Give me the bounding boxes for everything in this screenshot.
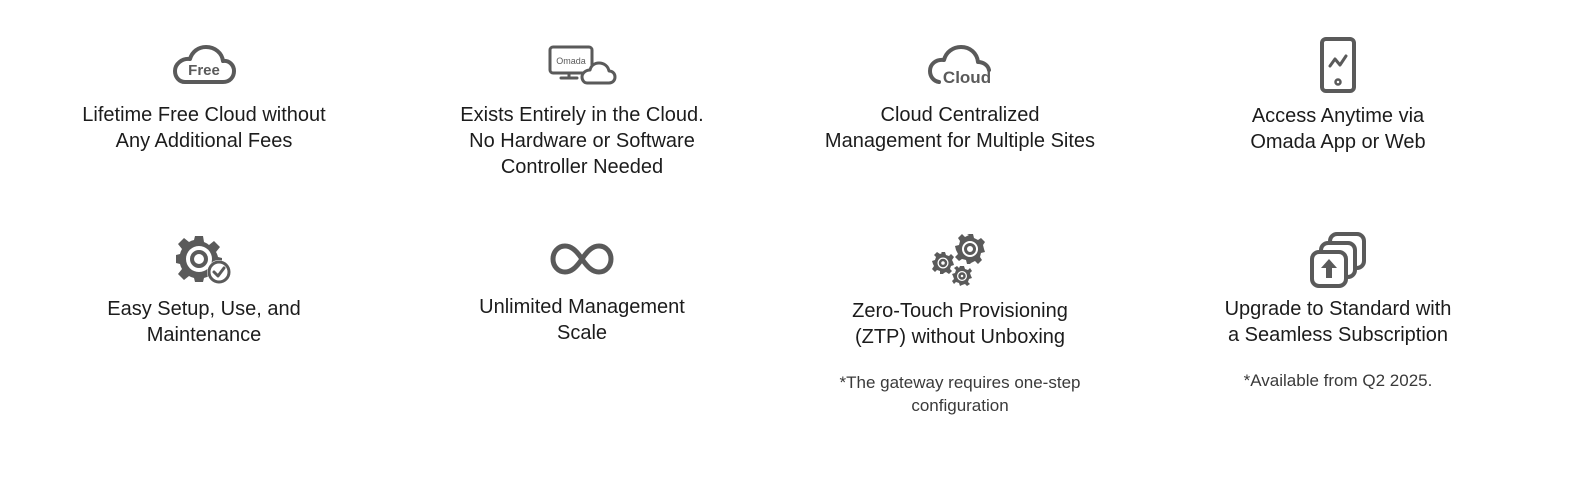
feature-title: Easy Setup, Use, and Maintenance: [107, 298, 301, 346]
feature-app-access: Access Anytime via Omada App or Web: [1149, 36, 1527, 155]
gears-provisioning-icon: [932, 234, 985, 286]
feature-title: Cloud Centralized Management for Multipl…: [824, 104, 1096, 152]
feature-free-cloud: Free Lifetime Free Cloud without Any Add…: [15, 44, 393, 154]
upgrade-stack-icon: [1310, 232, 1366, 288]
feature-title: Unlimited Management Scale: [479, 296, 685, 344]
feature-upgrade-standard: Upgrade to Standard with a Seamless Subs…: [1149, 231, 1527, 392]
feature-title: Access Anytime via Omada App or Web: [1250, 105, 1426, 153]
feature-note: *Available from Q2 2025.: [1243, 371, 1433, 390]
svg-text:Free: Free: [188, 62, 220, 79]
cloud-management-icon: Cloud: [928, 45, 991, 86]
feature-title: Lifetime Free Cloud without Any Addition…: [82, 104, 326, 152]
feature-centralized-management: Cloud Cloud Centralized Management for M…: [771, 44, 1149, 154]
svg-text:Cloud: Cloud: [943, 68, 991, 86]
feature-note: *The gateway requires one-step configura…: [839, 373, 1081, 415]
gear-check-icon: [176, 236, 231, 284]
infinity-icon: [550, 243, 614, 275]
omada-cloud-controller-icon: Omada: [548, 45, 617, 85]
free-cloud-icon: Free: [173, 45, 236, 84]
feature-easy-setup: Easy Setup, Use, and Maintenance: [15, 234, 393, 348]
feature-zero-touch: Zero-Touch Provisioning (ZTP) without Un…: [771, 233, 1149, 417]
feature-title: Upgrade to Standard with a Seamless Subs…: [1224, 298, 1452, 346]
svg-text:Omada: Omada: [556, 56, 586, 66]
mobile-app-icon: [1320, 37, 1356, 93]
feature-title: Zero-Touch Provisioning (ZTP) without Un…: [852, 300, 1068, 348]
feature-cloud-controller: Omada Exists Entirely in the Cloud. No H…: [393, 44, 771, 180]
feature-title: Exists Entirely in the Cloud. No Hardwar…: [460, 104, 704, 178]
feature-unlimited-scale: Unlimited Management Scale: [393, 242, 771, 346]
